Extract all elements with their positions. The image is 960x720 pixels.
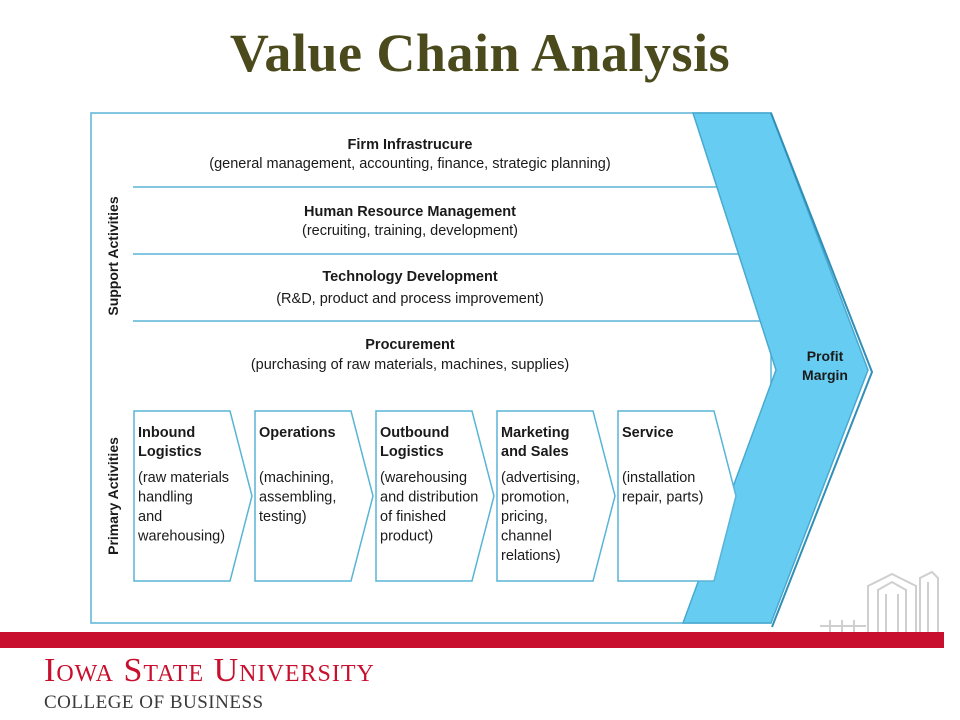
support-activity-desc: (purchasing of raw materials, machines, … — [251, 357, 569, 373]
support-activity-name: Firm Infrastrucure — [348, 137, 473, 153]
primary-activity: Marketing and Sales (advertising, promotion… — [496, 410, 616, 582]
primary-activity-desc: and — [138, 509, 162, 525]
primary-activity-chevron — [254, 410, 374, 582]
college-name: COLLEGE OF BUSINESS — [44, 692, 264, 713]
support-activity-firm-infrastructure: Firm Infrastrucure (general management, … — [209, 137, 610, 172]
primary-activity-desc: (installation — [622, 470, 695, 486]
primary-activity-desc: of finished — [380, 509, 446, 525]
primary-activity-desc: (machining, — [259, 470, 334, 486]
primary-activity-name: Logistics — [380, 444, 444, 460]
profit-margin-label-line: Profit — [807, 348, 844, 364]
primary-activity-desc: repair, parts) — [622, 490, 703, 506]
primary-activity-name: Operations — [259, 425, 336, 441]
primary-activity-desc: handling — [138, 490, 193, 506]
primary-activity-chevron — [617, 410, 737, 582]
primary-activity-desc: product) — [380, 529, 433, 545]
primary-activity-chevron — [133, 410, 253, 582]
primary-activity-desc: testing) — [259, 509, 307, 525]
support-activity-desc: (general management, accounting, finance… — [209, 156, 610, 172]
primary-activity-name: and Sales — [501, 444, 569, 460]
primary-activity-name: Outbound — [380, 425, 449, 441]
university-wordmark: Iowa State University — [44, 652, 375, 689]
margin-arrow-shadow — [770, 112, 874, 628]
primary-activity-name: Marketing — [501, 425, 570, 441]
primary-activity-chevron — [375, 410, 495, 582]
primary-activity-desc: channel — [501, 529, 552, 545]
support-activity-technology: Technology Development (R&D, product and… — [276, 269, 544, 307]
primary-activity-desc: relations) — [501, 548, 561, 564]
primary-activity-desc: promotion, — [501, 490, 570, 506]
primary-activities-label: Primary Activities — [105, 437, 121, 555]
support-activity-procurement: Procurement (purchasing of raw materials… — [251, 337, 569, 373]
primary-activity: Operations (machining, assembling, testing) — [254, 410, 374, 582]
support-activities-label: Support Activities — [105, 196, 121, 315]
support-activity-name: Human Resource Management — [304, 204, 516, 220]
primary-activity-name: Inbound — [138, 425, 195, 441]
primary-activity-desc: and distribution — [380, 490, 478, 506]
primary-activity-desc: (advertising, — [501, 470, 580, 486]
primary-activity: Service (installation repair, parts) — [617, 410, 737, 582]
primary-activity-desc: (raw materials — [138, 470, 229, 486]
support-activity-desc: (R&D, product and process improvement) — [276, 291, 544, 307]
support-activity-name: Procurement — [365, 337, 455, 353]
primary-activity-desc: warehousing) — [137, 529, 225, 545]
profit-margin-label-line: Margin — [802, 367, 848, 383]
support-activity-desc: (recruiting, training, development) — [302, 223, 518, 239]
primary-activity-chevron — [496, 410, 616, 582]
primary-activity-desc: assembling, — [259, 490, 336, 506]
campus-building-graphic — [820, 570, 939, 632]
primary-activity-desc: (warehousing — [380, 470, 467, 486]
diagram-frame — [90, 112, 772, 624]
primary-activity-desc: pricing, — [501, 509, 548, 525]
support-activity-hrm: Human Resource Management (recruiting, t… — [302, 204, 518, 239]
primary-activity-name: Logistics — [138, 444, 202, 460]
page-title: Value Chain Analysis — [229, 23, 731, 83]
primary-activity-name: Service — [622, 425, 674, 441]
support-activity-name: Technology Development — [322, 269, 498, 285]
brand-bar — [0, 632, 944, 648]
